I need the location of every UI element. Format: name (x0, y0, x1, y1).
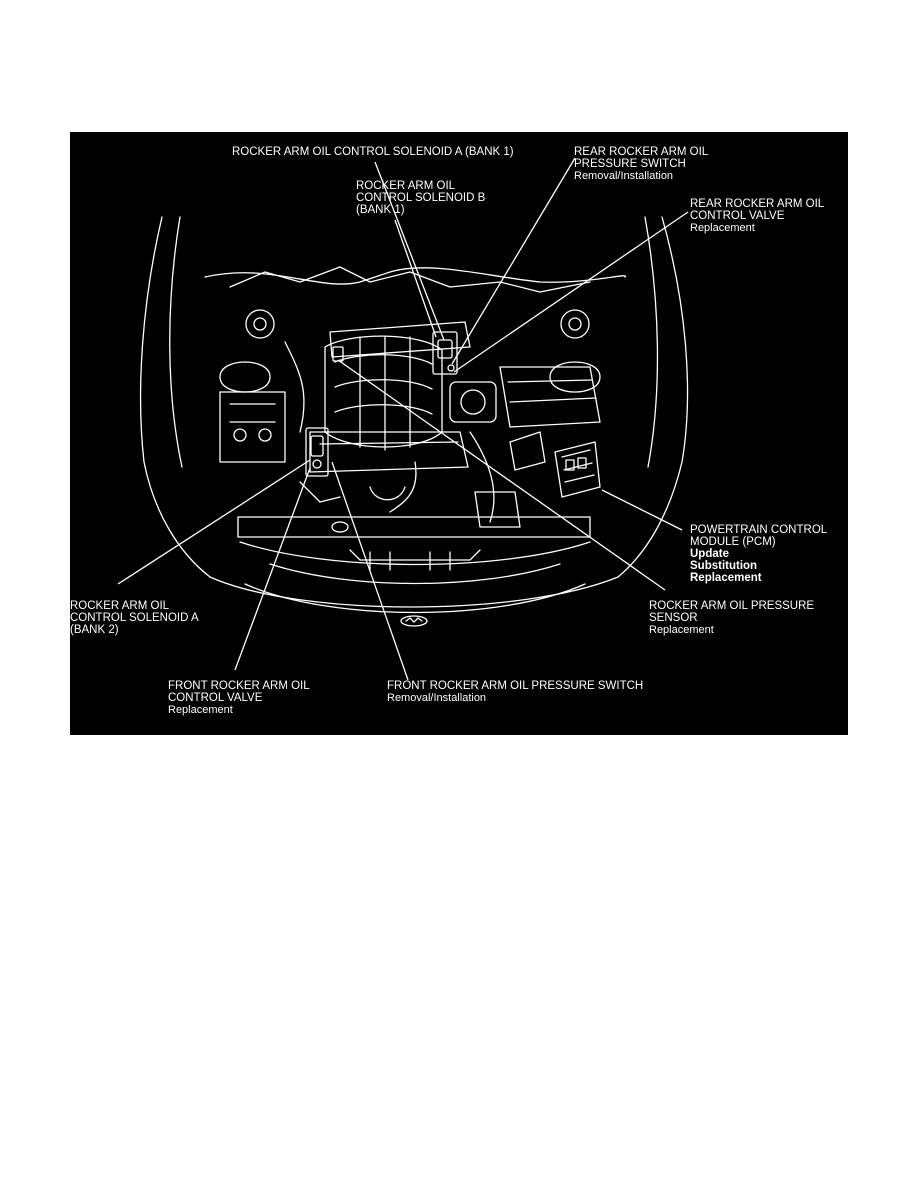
radiator-support (237, 516, 591, 538)
leader-front-pressure-switch (331, 461, 409, 681)
callout-solenoid-a-bank1: ROCKER ARM OIL CONTROL SOLENOID A (BANK … (232, 146, 514, 158)
callout-pcm-action-replacement: Replacement (690, 572, 762, 584)
callout-pcm-action-update: Update (690, 548, 729, 560)
callout-solenoid-a-bank2: ROCKER ARM OIL CONTROL SOLENOID A (BANK … (70, 600, 199, 636)
leader-front-control-valve (234, 467, 311, 671)
callout-rear-control-valve-action: Replacement (690, 222, 755, 234)
leader-oil-pressure-sensor (337, 359, 666, 591)
callout-pcm-line1: POWERTRAIN CONTROL (690, 524, 828, 536)
callout-solenoid-b-bank1-line3: (BANK 1) (356, 204, 405, 216)
callout-pcm: POWERTRAIN CONTROL MODULE (PCM) Update S… (690, 524, 827, 584)
callout-oil-pressure-sensor-line2: SENSOR (649, 612, 698, 624)
callout-oil-pressure-sensor: ROCKER ARM OIL PRESSURE SENSOR Replaceme… (649, 600, 814, 636)
callout-rear-control-valve-line1: REAR ROCKER ARM OIL (690, 198, 825, 210)
leader-pcm (601, 489, 683, 531)
leader-rear-control-valve (453, 211, 689, 373)
callout-front-control-valve: FRONT ROCKER ARM OIL CONTROL VALVE Repla… (168, 680, 310, 716)
callout-solenoid-b-bank1: ROCKER ARM OIL CONTROL SOLENOID B (BANK … (356, 180, 485, 216)
callout-front-pressure-switch-line1: FRONT ROCKER ARM OIL PRESSURE SWITCH (387, 680, 644, 692)
callout-front-pressure-switch: FRONT ROCKER ARM OIL PRESSURE SWITCH Rem… (387, 680, 643, 704)
callout-rear-pressure-switch-line1: REAR ROCKER ARM OIL (574, 146, 709, 158)
grille-emblem (400, 615, 428, 627)
callout-oil-pressure-sensor-line1: ROCKER ARM OIL PRESSURE (649, 600, 815, 612)
callout-oil-pressure-sensor-action: Replacement (649, 624, 714, 636)
callout-rear-pressure-switch-action: Removal/Installation (574, 170, 674, 182)
callout-rear-pressure-switch: REAR ROCKER ARM OIL PRESSURE SWITCH Remo… (574, 146, 708, 182)
callout-front-control-valve-action: Replacement (168, 704, 233, 716)
callout-rear-control-valve: REAR ROCKER ARM OIL CONTROL VALVE Replac… (690, 198, 824, 234)
battery (219, 391, 286, 463)
callout-pcm-line2: MODULE (PCM) (690, 536, 776, 548)
callout-solenoid-a-bank2-line1: ROCKER ARM OIL (70, 600, 170, 612)
callout-solenoid-a-bank2-line3: (BANK 2) (70, 624, 119, 636)
callout-solenoid-a-bank1-title: ROCKER ARM OIL CONTROL SOLENOID A (BANK … (232, 146, 514, 158)
callout-front-control-valve-line2: CONTROL VALVE (168, 692, 263, 704)
right-fender-inner (644, 216, 659, 468)
callout-solenoid-b-bank1-line2: CONTROL SOLENOID B (356, 192, 486, 204)
callout-pcm-action-substitution: Substitution (690, 560, 758, 572)
callout-rear-pressure-switch-line2: PRESSURE SWITCH (574, 158, 686, 170)
pcm-unit (554, 441, 601, 498)
leader-solenoid-a-bank1 (374, 161, 445, 341)
front-bumper (209, 576, 619, 608)
callout-rear-control-valve-line2: CONTROL VALVE (690, 210, 785, 222)
callout-solenoid-a-bank2-line2: CONTROL SOLENOID A (70, 612, 199, 624)
right-fender-outline (617, 216, 689, 578)
leader-solenoid-a-bank2 (117, 459, 311, 585)
engine-compartment-diagram: ROCKER ARM OIL CONTROL SOLENOID A (BANK … (70, 132, 848, 735)
cowl-panel (204, 267, 626, 285)
left-fender-inner (169, 216, 183, 468)
engine-bay-illustration (117, 157, 689, 681)
callout-front-pressure-switch-action: Removal/Installation (387, 692, 487, 704)
left-fender-outline (139, 216, 211, 578)
leader-solenoid-b-bank1 (394, 219, 437, 338)
callout-front-control-valve-line1: FRONT ROCKER ARM OIL (168, 680, 310, 692)
leader-rear-pressure-switch (451, 157, 576, 365)
air-cleaner (499, 366, 601, 428)
callout-solenoid-b-bank1-line1: ROCKER ARM OIL (356, 180, 456, 192)
